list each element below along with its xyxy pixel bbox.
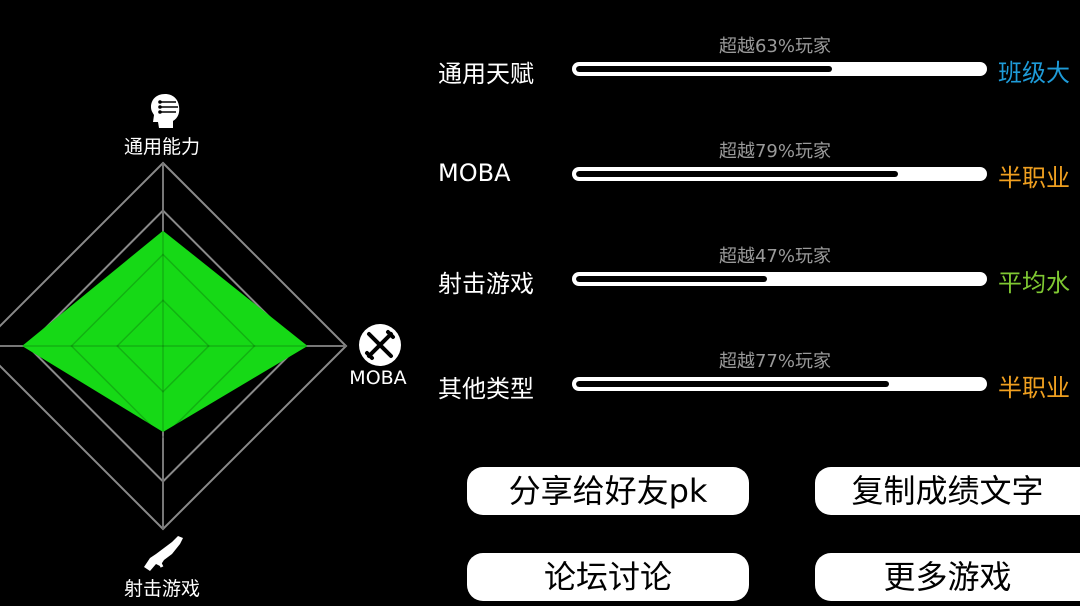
percentile-text: 超越79%玩家: [718, 141, 831, 162]
category-label: 通用天赋: [438, 60, 534, 88]
more-games-button[interactable]: 更多游戏: [815, 553, 1080, 601]
crossed-swords-icon: [359, 324, 401, 366]
skill-level-text: 班级大: [998, 59, 1070, 87]
progress-fill: [576, 171, 898, 177]
radar-axis-label-moba: MOBA: [349, 367, 407, 389]
progress-fill: [576, 381, 890, 387]
radar-grid-ring: [116, 299, 210, 393]
progress-fill: [576, 66, 833, 72]
progress-track: [576, 171, 983, 177]
progress-track: [576, 381, 983, 387]
category-label: MOBA: [438, 159, 511, 187]
category-label: 其他类型: [438, 375, 534, 403]
percentile-text: 超越77%玩家: [718, 351, 831, 372]
skill-level-text: 半职业: [998, 164, 1070, 192]
radar-score-polygon: [22, 230, 308, 433]
percentile-text: 超越47%玩家: [718, 246, 831, 267]
radar-grid-ring: [70, 253, 256, 439]
copy-result-button[interactable]: 复制成绩文字: [815, 467, 1080, 515]
skill-level-text: 平均水: [998, 269, 1070, 297]
radar-axis-label-general: 通用能力: [123, 136, 200, 158]
rifle-icon: [144, 536, 183, 571]
percentile-progress-bar: [572, 272, 987, 286]
progress-track: [576, 276, 983, 282]
forum-button[interactable]: 论坛讨论: [467, 553, 749, 601]
radar-inner-grid: [0, 163, 346, 529]
percentile-progress-bar: [572, 377, 987, 391]
percentile-text: 超越63%玩家: [718, 36, 831, 57]
skill-level-text: 半职业: [998, 374, 1070, 402]
percentile-progress-bar: [572, 167, 987, 181]
share-pk-button[interactable]: 分享给好友pk: [467, 467, 749, 515]
progress-track: [576, 66, 983, 72]
percentile-progress-bar: [572, 62, 987, 76]
progress-fill: [576, 276, 768, 282]
radar-chart: [0, 161, 348, 531]
radar-axis-label-shooter: 射击游戏: [123, 578, 200, 600]
category-label: 射击游戏: [438, 270, 534, 298]
head-profile-icon: [151, 94, 180, 128]
